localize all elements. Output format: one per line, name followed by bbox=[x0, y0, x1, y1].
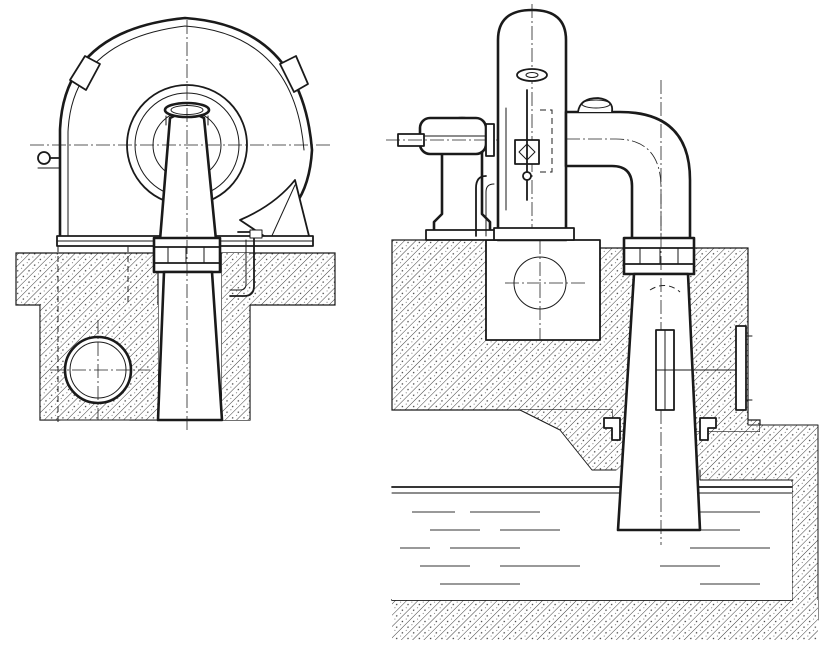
right-wall-flange bbox=[735, 325, 753, 411]
right-side-view bbox=[386, 4, 819, 640]
right-water-basin bbox=[391, 482, 793, 600]
right-draft-tube bbox=[603, 80, 741, 545]
right-turbine-casing bbox=[493, 4, 575, 242]
right-elbow-pipe bbox=[564, 97, 696, 276]
right-connecting-pipe bbox=[475, 175, 495, 237]
left-front-view bbox=[15, 16, 336, 430]
left-side-pipe bbox=[229, 229, 263, 297]
left-drain-pipe bbox=[50, 320, 150, 420]
right-pit-opening bbox=[485, 239, 601, 341]
